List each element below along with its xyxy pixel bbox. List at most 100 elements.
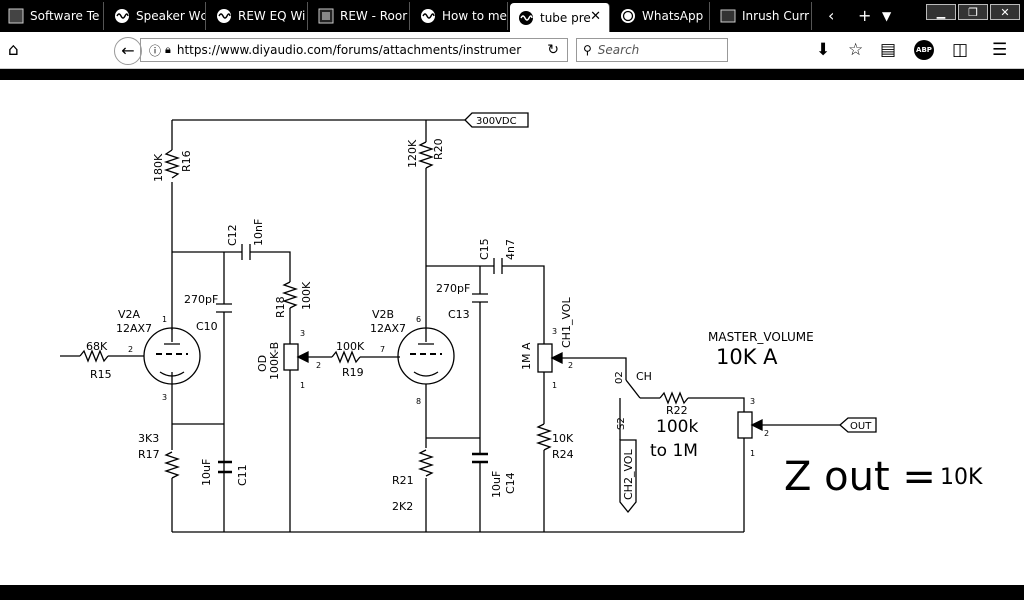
tab-label: tube pre xyxy=(540,10,591,25)
wave-favicon-icon xyxy=(114,8,130,24)
v2a-ref: V2A xyxy=(118,308,141,321)
c12-ref: C12 xyxy=(226,224,239,246)
r22-ref: R22 xyxy=(666,404,688,417)
url-text[interactable]: https://www.diyaudio.com/forums/attachme… xyxy=(176,43,522,57)
r17-ref: R17 xyxy=(138,448,160,461)
zout-label: Z out = xyxy=(784,454,936,500)
pin-od-3: 3 xyxy=(300,329,305,338)
r22-note-1: 100k xyxy=(656,417,698,437)
tab-software[interactable]: Software Te xyxy=(0,2,104,30)
pin-v2b-6: 6 xyxy=(416,315,421,324)
tab-how-to[interactable]: How to me xyxy=(412,2,508,30)
r19-ref: R19 xyxy=(342,366,364,379)
od-ref: OD xyxy=(256,355,269,372)
address-bar[interactable]: ⓘ 🔒︎ https://www.diyaudio.com/forums/att… xyxy=(140,38,568,62)
r15-ref: R15 xyxy=(90,368,112,381)
pin-ch1-3: 3 xyxy=(552,327,557,336)
close-tab-icon[interactable]: ✕ xyxy=(590,9,601,24)
reading-list-icon[interactable]: ▤ xyxy=(880,40,897,60)
pin-od-1: 1 xyxy=(300,381,305,390)
back-button[interactable]: ← xyxy=(114,37,142,65)
c15-ref: C15 xyxy=(478,238,491,260)
c11-ref: C11 xyxy=(236,464,249,486)
tab-label: REW - Roor xyxy=(340,9,408,23)
supply-label: 300VDC xyxy=(476,116,517,127)
c13-value: 270pF xyxy=(436,282,470,295)
tab-label: Inrush Curr xyxy=(742,9,809,23)
pin-master-2: 2 xyxy=(764,429,769,438)
page-favicon-icon xyxy=(8,8,24,24)
pin-od-2: 2 xyxy=(316,361,321,370)
pin-v2a-2: 2 xyxy=(128,345,133,354)
new-tab-icon[interactable]: + xyxy=(858,6,872,25)
r18-ref: R18 xyxy=(274,296,287,318)
scroll-tabs-left-icon[interactable]: ‹ xyxy=(828,6,835,25)
search-placeholder: Search xyxy=(597,43,640,57)
zout-value: 10K xyxy=(940,465,983,490)
tab-speaker[interactable]: Speaker Wc xyxy=(106,2,206,30)
search-icon: ⚲ xyxy=(583,43,592,57)
pin-ch1-2: 2 xyxy=(568,361,573,370)
search-input[interactable]: ⚲ Search xyxy=(576,38,728,62)
content-bottom-border xyxy=(0,585,1024,600)
adblock-button[interactable]: ABP xyxy=(914,40,934,60)
close-window-button[interactable]: ✕ xyxy=(990,4,1020,20)
r15-value: 68K xyxy=(86,340,108,353)
tab-label: REW EQ Wi xyxy=(238,9,306,23)
s2-pin: 02 xyxy=(614,371,625,384)
pin-ch1-1: 1 xyxy=(552,381,557,390)
ch1vol-value: 1M A xyxy=(520,342,533,370)
pin-v2a-1: 1 xyxy=(162,315,167,324)
restore-button[interactable]: ❐ xyxy=(958,4,988,20)
tab-label: WhatsApp xyxy=(642,9,704,23)
r16-ref: R16 xyxy=(180,150,193,172)
minimize-button[interactable]: ▁ xyxy=(926,4,956,20)
tab-label: Speaker Wc xyxy=(136,9,206,23)
wave-favicon-icon xyxy=(216,8,232,24)
r20-value: 120K xyxy=(406,139,419,168)
c13-ref: C13 xyxy=(448,308,470,321)
content-top-border xyxy=(0,69,1024,80)
tab-strip: Software Te Speaker Wc REW EQ Wi REW - R… xyxy=(0,0,1024,32)
tab-label: Software Te xyxy=(30,9,100,23)
menu-hamburger-icon[interactable]: ☰ xyxy=(992,40,1008,60)
r20-ref: R20 xyxy=(432,138,445,160)
bookmark-star-icon[interactable]: ☆ xyxy=(848,40,864,60)
schematic-image: 300VDC 180K R16 120K R20 C12 10nF C15 4n… xyxy=(0,80,1024,585)
c15-value: 4n7 xyxy=(504,239,517,260)
r18-value: 100K xyxy=(300,281,313,310)
r24-value: 10K xyxy=(552,432,574,445)
s2-ref: S2 xyxy=(616,417,627,430)
master-ref: MASTER_VOLUME xyxy=(708,330,814,344)
r24-ref: R24 xyxy=(552,448,574,461)
tab-rew-eq[interactable]: REW EQ Wi xyxy=(208,2,308,30)
sidebar-icon[interactable]: ◫ xyxy=(952,40,969,60)
out-label: OUT xyxy=(850,421,872,432)
c10-value: 270pF xyxy=(184,293,218,306)
download-icon[interactable]: ⬇ xyxy=(816,40,831,60)
tab-whatsapp[interactable]: WhatsApp xyxy=(612,2,710,30)
wave-favicon-icon xyxy=(518,10,534,26)
tab-tube-pre[interactable]: tube pre ✕ xyxy=(510,3,610,32)
c14-value: 10uF xyxy=(490,471,503,498)
v2b-type: 12AX7 xyxy=(370,322,406,335)
tab-inrush[interactable]: Inrush Curr xyxy=(712,2,812,30)
c10-ref: C10 xyxy=(196,320,218,333)
wave-favicon-icon xyxy=(420,8,436,24)
tab-label: How to me xyxy=(442,9,507,23)
od-value: 100K-B xyxy=(268,342,281,380)
tab-rew-room[interactable]: REW - Roor xyxy=(310,2,410,30)
tab-list-chevron-down-icon[interactable]: ▼ xyxy=(882,9,892,23)
c11-value: 10uF xyxy=(200,459,213,486)
page-favicon-icon xyxy=(720,8,736,24)
lock-icon: 🔒︎ xyxy=(165,43,171,56)
r19-value: 100K xyxy=(336,340,365,353)
pin-master-1: 1 xyxy=(750,449,755,458)
r17-value: 3K3 xyxy=(138,432,159,445)
info-icon[interactable]: ⓘ xyxy=(149,43,162,58)
s2-label: CH xyxy=(636,370,652,383)
reload-icon[interactable]: ↻ xyxy=(547,42,559,58)
pin-v2b-7: 7 xyxy=(380,345,385,354)
home-icon[interactable]: ⌂ xyxy=(8,40,19,60)
ch1vol-ref: CH1_VOL xyxy=(560,297,573,348)
